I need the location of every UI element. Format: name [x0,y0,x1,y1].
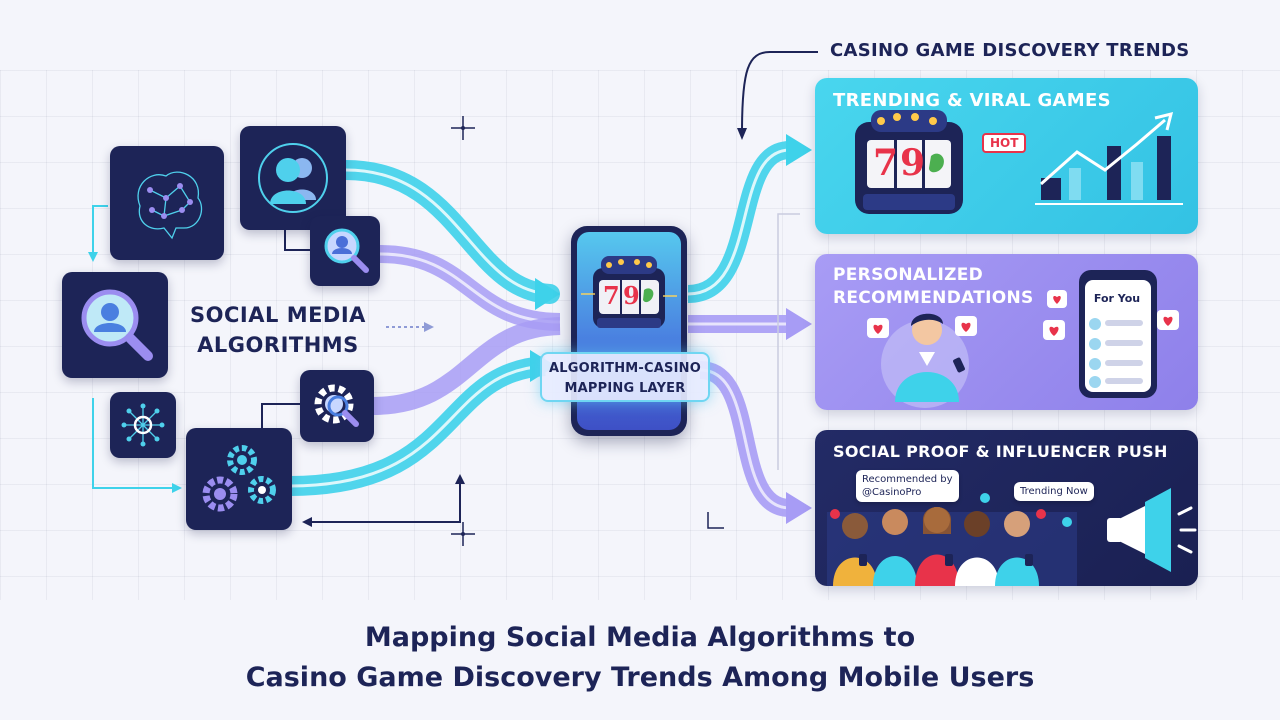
trending-illustration [855,110,1183,214]
flow-to-trending [687,141,792,303]
main-title-line1: Mapping Social Media Algorithms to [364,622,916,653]
trending-now-bubble: Trending Now [1014,482,1094,501]
reel-symbol-2: 9 [623,281,640,310]
mapping-line1: ALGORITHM-CASINO [549,361,701,376]
magnifier-user-node [62,272,168,378]
left-label-line2: ALGORITHMS [197,333,359,357]
network-node [110,392,176,458]
ai-brain-node [110,146,224,260]
personalized-panel-title: PERSONALIZED RECOMMENDATIONS [833,264,1034,310]
personalized-illustration [867,270,1179,408]
gear-search-node [300,370,374,442]
mapping-layer-box: ALGORITHM-CASINO MAPPING LAYER [540,352,710,402]
personalized-title-line2: RECOMMENDATIONS [833,288,1034,308]
gears-icon [202,445,276,512]
brain-network-icon [137,171,203,240]
gear-search-icon [314,384,359,427]
trending-viral-panel: TRENDING & VIRAL GAMES 7 9 [815,78,1198,234]
left-label-line1: SOCIAL MEDIA [190,303,366,327]
personalized-panel: PERSONALIZED RECOMMENDATIONS [815,254,1198,410]
network-icon [121,403,165,447]
user-profile-node [240,126,346,230]
social-proof-panel: SOCIAL PROOF & INFLUENCER PUSH [815,430,1198,586]
social-proof-illustration [827,488,1197,586]
main-title: Mapping Social Media Algorithms to Casin… [0,618,1280,698]
personalized-title-line1: PERSONALIZED [833,265,984,285]
user-search-node [310,216,380,286]
main-title-line2: Casino Game Discovery Trends Among Mobil… [245,662,1035,693]
user-search-icon [324,228,369,273]
trending-reel-7: 7 [873,142,899,184]
social-proof-panel-title: SOCIAL PROOF & INFLUENCER PUSH [833,442,1168,461]
social-media-algorithms-label: SOCIAL MEDIA ALGORITHMS [168,300,388,360]
hot-badge: HOT [982,133,1027,153]
recommended-by-line2: @CasinoPro [862,487,922,498]
mapping-line2: MAPPING LAYER [564,381,686,396]
gears-node [186,428,292,530]
magnifier-user-icon [81,289,153,361]
recommended-by-bubble: Recommended by @CasinoPro [856,470,959,502]
users-icon [258,143,328,213]
reel-symbol-1: 7 [603,281,620,310]
trending-reel-9: 9 [900,142,926,184]
for-you-label: For You [1093,292,1141,305]
slot-machine-icon [581,256,677,328]
trending-panel-title: TRENDING & VIRAL GAMES [833,90,1111,111]
recommended-by-line1: Recommended by [862,474,953,485]
smartphone: 7 9 [571,226,687,436]
discovery-trends-title: CASINO GAME DISCOVERY TRENDS [830,40,1190,61]
